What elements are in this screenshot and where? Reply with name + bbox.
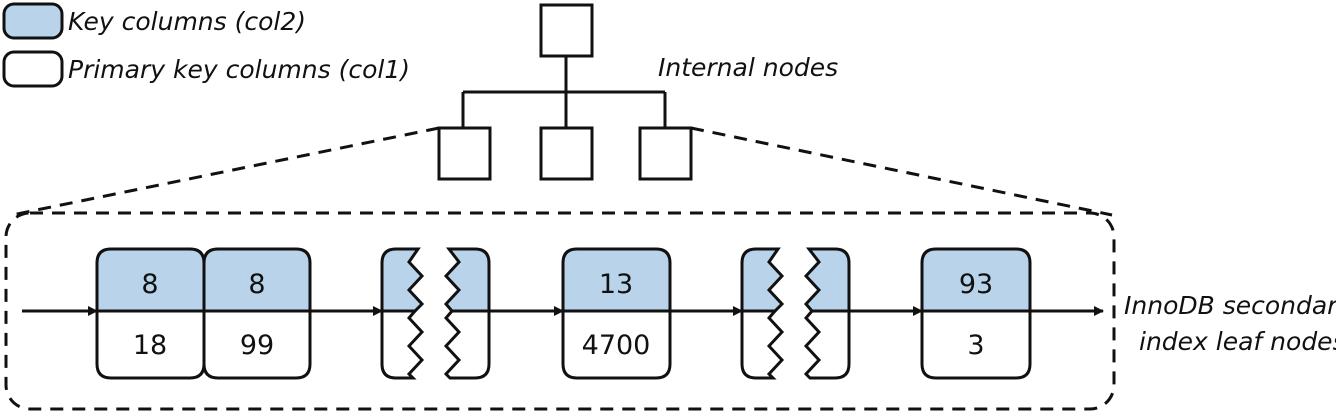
leaf-entry: 13 4700 <box>561 247 672 380</box>
legend: Key columns (col2) Primary key columns (… <box>2 2 410 88</box>
legend-pk-swatch <box>2 50 64 88</box>
elided-leaf-entry <box>740 247 851 380</box>
torn-pk-piece <box>803 309 851 380</box>
zoom-lines <box>11 126 1113 217</box>
leaf-nodes-label-line2: index leaf nodes <box>1139 327 1336 356</box>
leaf-pk-value: 4700 <box>582 330 651 361</box>
zoom-line-left <box>11 126 440 217</box>
internal-nodes-label: Internal nodes <box>658 53 838 82</box>
torn-pk-piece <box>380 309 425 380</box>
torn-key-piece <box>443 247 491 313</box>
leaf-pk-cell <box>561 309 672 380</box>
zoom-line-right <box>690 126 1113 217</box>
torn-key-piece <box>380 247 425 313</box>
legend-pk-label: Primary key columns (col1) <box>68 55 410 84</box>
leaf-pk-cell <box>920 309 1032 380</box>
leaf-key-cell <box>920 247 1032 313</box>
internal-node <box>638 126 693 181</box>
leaf-entry: 8 18 <box>95 247 206 380</box>
legend-key-swatch <box>2 2 64 40</box>
torn-key-piece <box>803 247 851 313</box>
internal-nodes-tree <box>437 3 693 181</box>
torn-pk-piece <box>443 309 491 380</box>
leaf-nodes-container <box>4 211 1116 411</box>
root-node <box>539 3 594 58</box>
leaf-key-value: 8 <box>141 269 158 300</box>
elided-leaf-entry <box>380 247 491 380</box>
leaf-entry: 8 99 <box>202 247 312 380</box>
internal-node <box>437 126 492 181</box>
leaf-pk-cell <box>202 309 312 380</box>
torn-key-piece <box>740 247 785 313</box>
leaf-key-value: 93 <box>959 269 993 300</box>
leaf-pk-value: 99 <box>240 330 274 361</box>
leaf-key-cell <box>561 247 672 313</box>
leaf-entry: 93 3 <box>920 247 1032 380</box>
internal-node <box>539 126 594 181</box>
leaf-key-value: 8 <box>248 269 265 300</box>
leaf-pk-value: 3 <box>967 330 984 361</box>
leaf-pk-value: 18 <box>133 330 167 361</box>
legend-key-label: Key columns (col2) <box>68 7 306 36</box>
leaf-nodes-label-line1: InnoDB secondary <box>1124 291 1336 320</box>
leaf-key-cell <box>202 247 312 313</box>
torn-pk-piece <box>740 309 785 380</box>
leaf-key-value: 13 <box>599 269 633 300</box>
